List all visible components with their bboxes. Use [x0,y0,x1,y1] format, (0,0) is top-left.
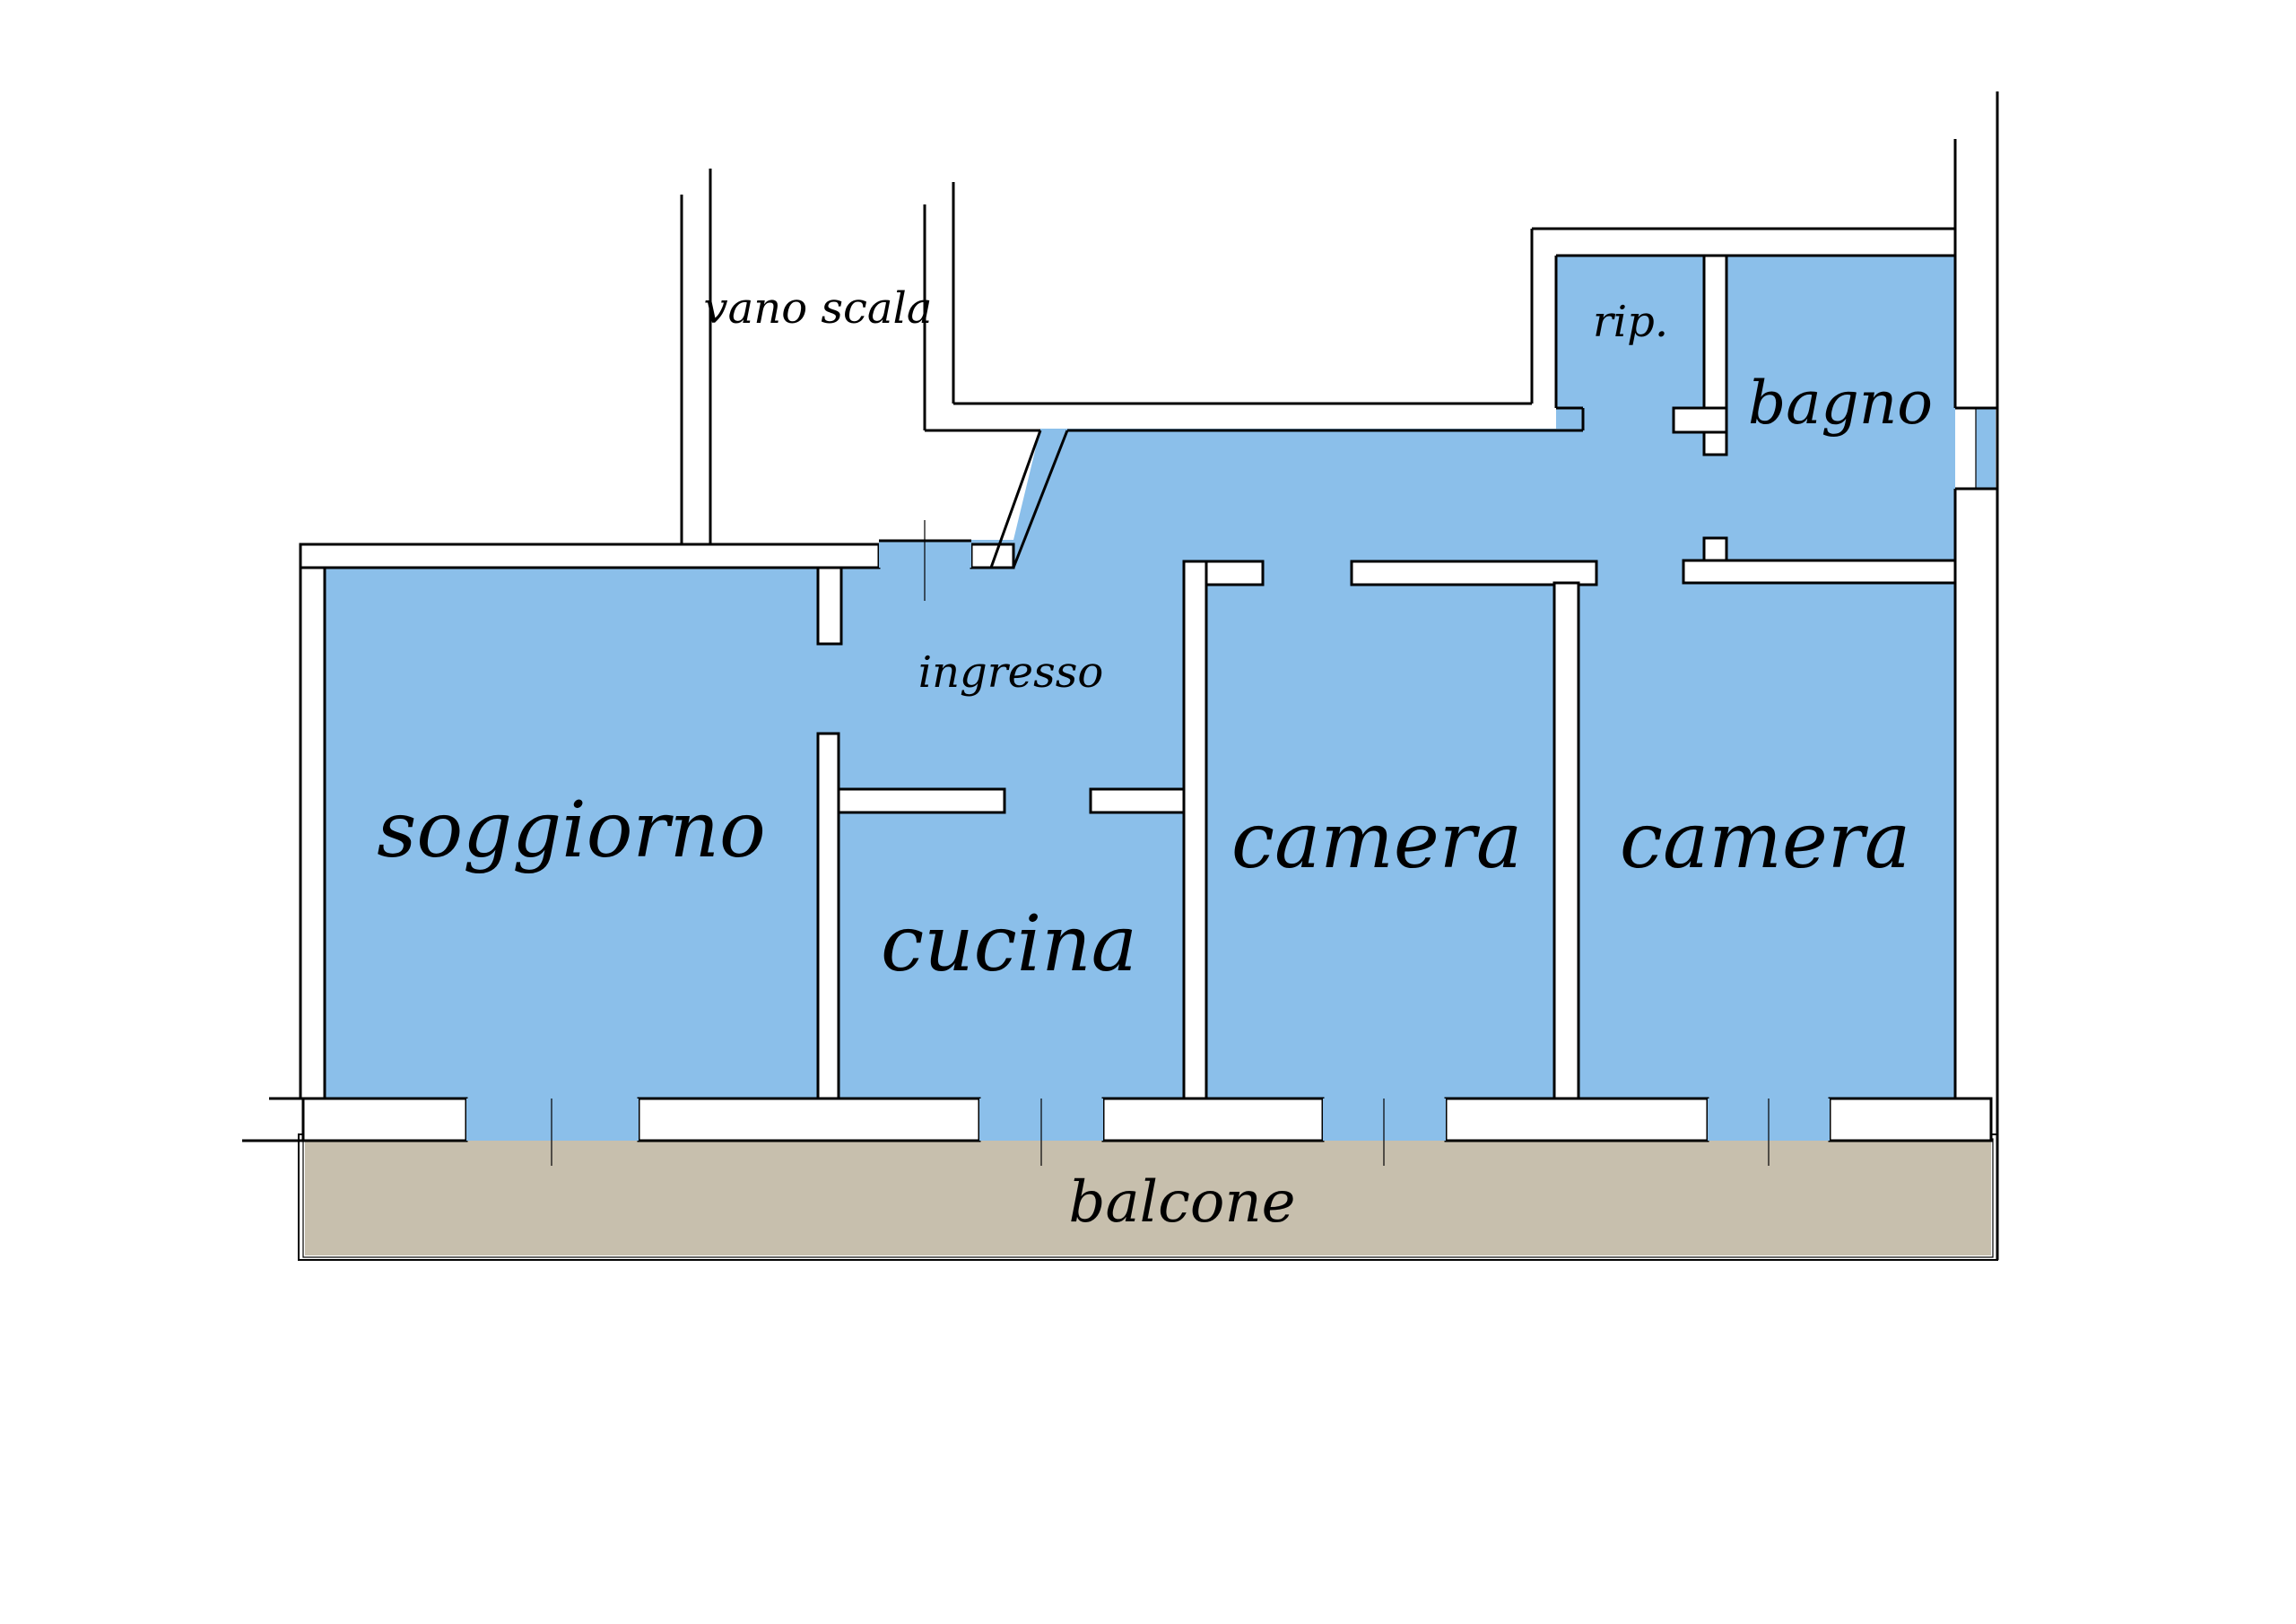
wall-bottom-3 [1101,1097,1325,1142]
label-ripostiglio: rip. [1593,297,1668,347]
wall-bottom-4 [1444,1097,1709,1142]
label-balcone: balcone [1068,1169,1295,1236]
label-soggiorno: soggiorno [377,786,766,875]
wall-cucina-top-right [1089,787,1186,814]
wall-bagno-camera [1682,559,1957,585]
label-cucina: cucina [881,899,1137,989]
label-bagno: bagno [1748,369,1933,438]
wall-cucina-top-left [837,787,1006,814]
wall-bagno-camera-stub [1702,536,1728,562]
wall-soggiorno-cucina [816,732,840,1100]
room-soggiorno [325,568,818,1099]
wall-left [299,543,326,1100]
room-ingresso-corridor [818,429,1955,809]
wall-rip-bagno-end [1702,430,1728,456]
wall-rip-bagno [1702,254,1728,410]
room-cucina [839,809,1184,1099]
wall-camera-camera [1552,581,1580,1100]
wall-bottom-1 [301,1097,468,1142]
room-camera-1 [1206,583,1554,1099]
stair-diagonal-1 [989,430,1042,569]
stair-diagonal-2 [1012,430,1069,569]
wall-top-soggiorno [299,543,881,569]
label-camera-1: camera [1231,796,1522,886]
label-camera-2: camera [1620,796,1910,886]
wall-top-camera-1-right [1350,560,1598,586]
label-vano-scala: vano scala [704,283,933,334]
wall-cucina-camera [1182,560,1208,1100]
window-bagno [1976,408,1996,489]
room-bagno [1726,256,1955,560]
label-ingresso: ingresso [918,647,1104,698]
room-camera-2 [1578,583,1955,1099]
room-ripostiglio [1556,256,1704,430]
wall-soggiorno-ingresso [816,566,843,646]
wall-bottom-2 [637,1097,981,1142]
balcony-area [305,1141,1991,1255]
wall-bottom-5 [1828,1097,1993,1142]
wall-rip-bagno-stub [1672,406,1728,434]
window-soggiorno [466,1099,639,1141]
